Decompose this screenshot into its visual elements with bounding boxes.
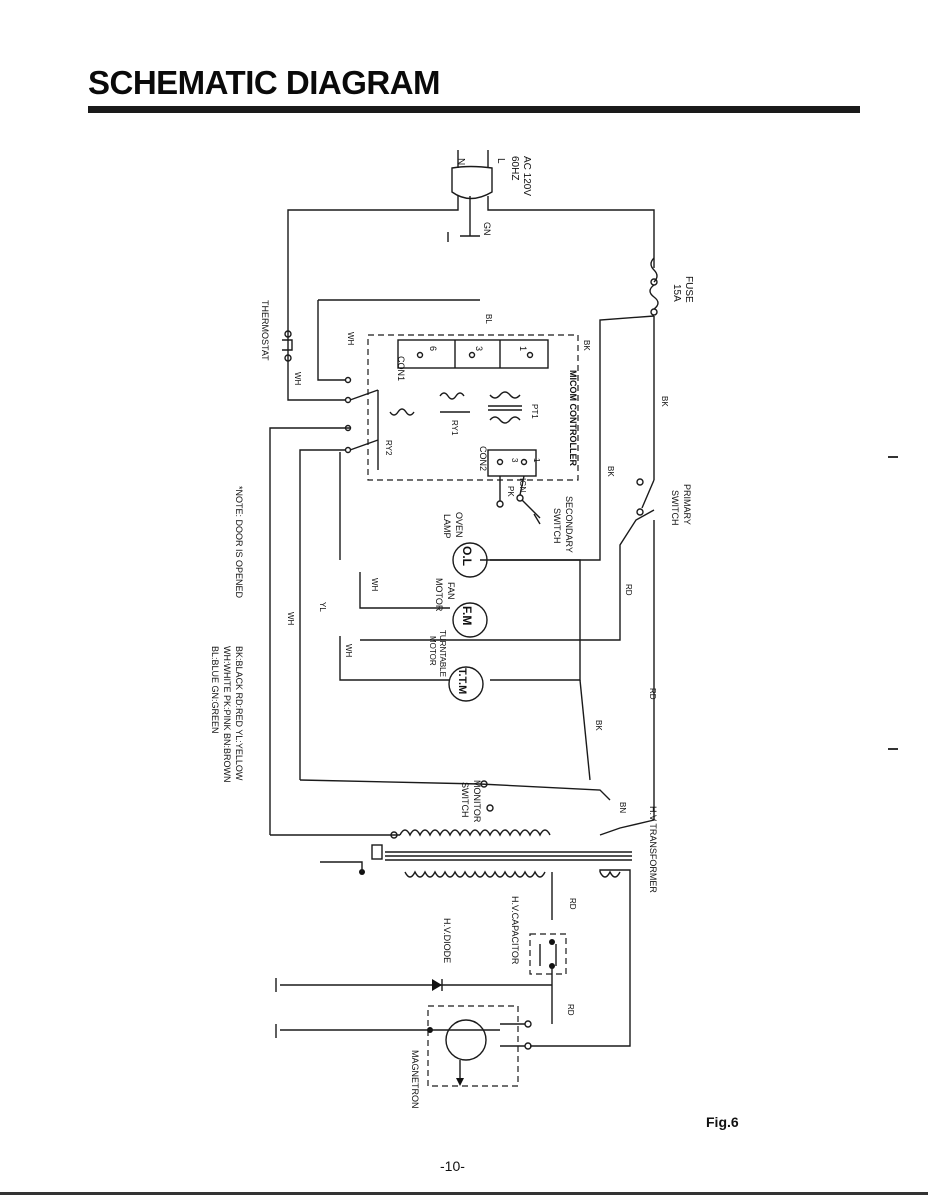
- monitor-switch-label-1: MONITOR: [472, 780, 482, 823]
- hv-diode: H.V.DIODE: [275, 918, 552, 992]
- turntable-motor-symbol: T.T.M: [456, 668, 468, 694]
- ac-supply-label: AC 120V 60HZ L N GN: [455, 156, 532, 236]
- magnetron-label: MAGNETRON: [410, 1050, 420, 1109]
- hv-capacitor: H.V.CAPACITOR: [510, 896, 567, 1024]
- micom-label: MICOM CONTROLLER: [568, 370, 578, 466]
- wire-label-yl: YL: [318, 602, 327, 612]
- wire-label-bk-1: BK: [582, 340, 591, 351]
- wire-label-bn: BN: [618, 802, 627, 813]
- hv-diode-label: H.V.DIODE: [442, 918, 452, 963]
- oven-lamp-label-2: LAMP: [442, 514, 452, 539]
- fuse: FUSE 15A: [649, 257, 694, 316]
- plug-n-label: N: [455, 158, 466, 165]
- wire-label-rd-3: RD: [568, 898, 577, 910]
- wire-label-rd-1: RD: [624, 584, 633, 596]
- door-note: *NOTE: DOOR IS OPENED: [234, 486, 244, 599]
- monitor-switch-label-2: SWITCH: [460, 782, 470, 818]
- legend-line-2: WH:WHITE PK:PINK BN:BROWN: [222, 646, 232, 783]
- wire-label-wh-2: WH: [293, 372, 302, 386]
- legend: *NOTE: DOOR IS OPENED BK:BLACK RD:RED YL…: [210, 486, 244, 783]
- con2-pin-1: 1: [532, 458, 541, 463]
- primary-switch-label-2: SWITCH: [670, 490, 680, 526]
- thermostat-label: THERMOSTAT: [260, 300, 270, 361]
- wire-label-rd-4: RD: [566, 1004, 575, 1016]
- title-underline: [88, 106, 860, 113]
- fuse-rating-label: 15A: [671, 284, 682, 302]
- wire-label-bk-4: BK: [594, 720, 603, 731]
- wire-label-wh-3: WH: [370, 578, 379, 592]
- thermostat: THERMOSTAT: [260, 300, 293, 362]
- power-plug: [447, 150, 493, 242]
- hv-transformer-label: H.V TRANSFORMER: [648, 806, 658, 893]
- legend-line-3: BL:BLUE GN:GREEN: [210, 646, 220, 734]
- con2-label: CON2: [478, 446, 488, 471]
- con2-block: [487, 449, 537, 477]
- wire-label-wh-1: WH: [346, 332, 355, 346]
- fan-motor-label-2: MOTOR: [434, 578, 444, 612]
- wire-label-rd-2: RD: [648, 688, 657, 700]
- ground-wire-label: GN: [482, 222, 492, 236]
- wire-label-wh-5: WH: [286, 612, 295, 626]
- plug-l-label: L: [495, 158, 506, 164]
- con2-pin-3: 3: [510, 458, 519, 463]
- ry2-label: RY2: [384, 440, 393, 456]
- wire-label-wh-4: WH: [344, 644, 353, 658]
- monitor-switch: MONITOR SWITCH: [460, 780, 494, 823]
- magnetron: MAGNETRON: [275, 1005, 532, 1109]
- wire-label-bk-3: BK: [606, 466, 615, 477]
- wire-label-pk: PK: [506, 486, 515, 497]
- ry1-label: RY1: [450, 420, 459, 436]
- pin-1-label: 1: [518, 346, 528, 351]
- legend-line-1: BK:BLACK RD:RED YL:YELLOW: [234, 646, 244, 781]
- turntable-motor-label-2: MOTOR: [428, 636, 437, 666]
- wire-label-bl: BL: [484, 314, 493, 324]
- margin-mark: [888, 456, 898, 458]
- micom-controller: MICOM CONTROLLER CON1 6 3 1 CON2 3 1 PT1…: [344, 334, 579, 481]
- con1-block: [397, 339, 549, 369]
- turntable-motor: T.T.M TURNTABLE MOTOR: [428, 630, 484, 702]
- figure-label: Fig.6: [706, 1114, 739, 1130]
- con1-label: CON1: [396, 356, 406, 381]
- oven-lamp-symbol: O.L: [460, 546, 474, 566]
- main-wiring: [269, 196, 655, 836]
- page-number: -10-: [440, 1158, 465, 1174]
- wire-color-labels: BL WH WH BK BK BK IGN PK RD RD WH YL WH …: [286, 314, 669, 1016]
- secondary-switch: SECONDARY SWITCH: [496, 475, 574, 553]
- oven-lamp-label-1: OVEN: [454, 512, 464, 538]
- fan-motor-label-1: FAN: [446, 582, 456, 600]
- turntable-motor-label-1: TURNTABLE: [438, 630, 447, 677]
- pin-6-label: 6: [428, 346, 438, 351]
- ac-frequency-label: 60HZ: [509, 156, 520, 180]
- secondary-switch-label-1: SECONDARY: [564, 496, 574, 553]
- pin-3-label: 3: [474, 346, 484, 351]
- margin-mark: [888, 748, 898, 750]
- secondary-switch-label-2: SWITCH: [552, 508, 562, 544]
- fuse-label: FUSE: [683, 276, 694, 303]
- primary-switch-label-1: PRIMARY: [682, 484, 692, 525]
- oven-lamp: O.L OVEN LAMP: [442, 512, 488, 578]
- wire-label-bk-2: BK: [660, 396, 669, 407]
- hv-transformer: H.V TRANSFORMER: [320, 806, 658, 1047]
- hv-capacitor-label: H.V.CAPACITOR: [510, 896, 520, 965]
- primary-switch: PRIMARY SWITCH: [636, 478, 692, 526]
- fan-motor-symbol: F.M: [460, 606, 474, 625]
- page-title: SCHEMATIC DIAGRAM: [88, 64, 441, 101]
- ac-voltage-label: AC 120V: [521, 156, 532, 196]
- bottom-rule: [0, 1192, 928, 1195]
- fan-motor: F.M FAN MOTOR: [434, 578, 488, 638]
- pt1-label: PT1: [530, 404, 539, 419]
